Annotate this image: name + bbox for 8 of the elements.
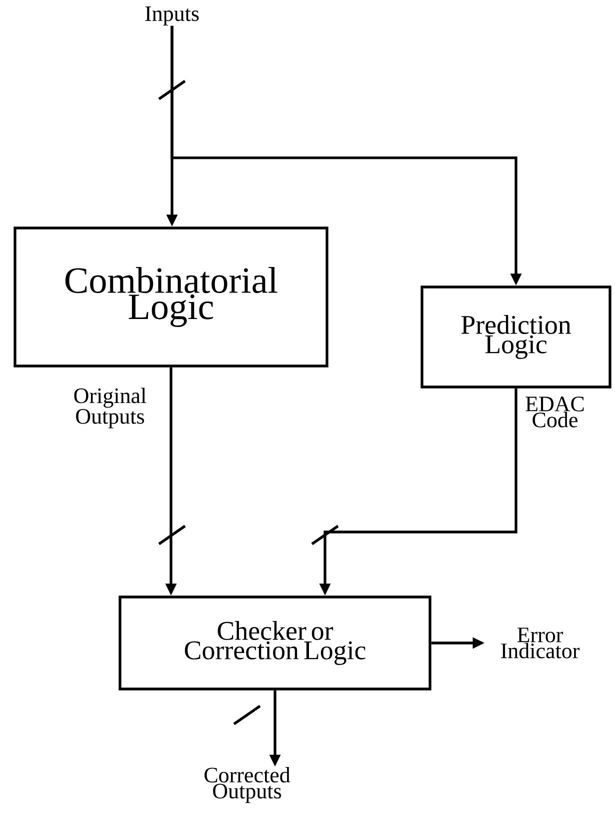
edge-label: Original Outputs [74,388,146,428]
logic-box: Prediction Logic [420,286,612,388]
logic-box: Checker or Correction Logic [118,596,432,690]
output-label: Corrected Outputs [204,767,290,803]
input-label: Inputs [145,6,199,26]
logic-box: Combinatorial Logic [14,226,328,368]
edge-label: EDAC Code [526,396,584,428]
output-label: Error Indicator [501,628,580,658]
